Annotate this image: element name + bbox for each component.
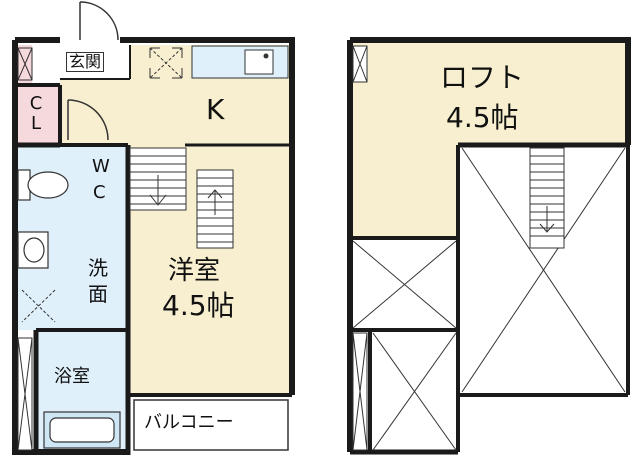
main-walls xyxy=(12,37,295,455)
kitchen-label: K xyxy=(206,93,225,126)
bathtub-icon xyxy=(43,411,121,449)
kitchen-counter xyxy=(191,45,289,79)
void-cross-lines xyxy=(352,147,626,451)
washroom-label-bottom: 面 xyxy=(88,282,108,306)
bath-door-cross-icon xyxy=(17,337,33,451)
western-room-name: 洋室 xyxy=(168,256,221,286)
washing-machine-space-icon xyxy=(21,289,56,323)
main-stairs-icon xyxy=(129,147,187,211)
loft-upper-ladder-icon xyxy=(529,147,565,249)
loft-walls xyxy=(347,37,631,455)
western-room-size: 4.5帖 xyxy=(162,289,235,322)
entrance-door-icon xyxy=(79,1,119,41)
loft-side-strip-cross-icon xyxy=(352,332,368,451)
loft-name: ロフト xyxy=(440,61,525,94)
washroom-label-top: 洗 xyxy=(88,256,108,280)
fridge-space-icon xyxy=(149,47,183,79)
closet-label: C L xyxy=(29,93,43,134)
balcony-label: バルコニー xyxy=(144,412,234,433)
bathroom-label: 浴室 xyxy=(54,366,90,387)
balcony-railing xyxy=(133,399,289,451)
closet-shelf-cross-icon xyxy=(17,47,33,81)
wc-label-bottom: C xyxy=(93,182,106,203)
closet-door-icon xyxy=(67,99,109,141)
loft-ladder-icon xyxy=(196,169,234,249)
wc-label-top: W xyxy=(92,156,110,177)
entrance-label: 玄関 xyxy=(66,52,105,72)
closet-floor-2 xyxy=(15,85,60,145)
wash-basin-icon xyxy=(17,231,49,269)
loft-size: 4.5帖 xyxy=(446,101,519,134)
toilet-icon xyxy=(17,169,69,201)
loft-closet-cross-icon xyxy=(352,45,368,83)
